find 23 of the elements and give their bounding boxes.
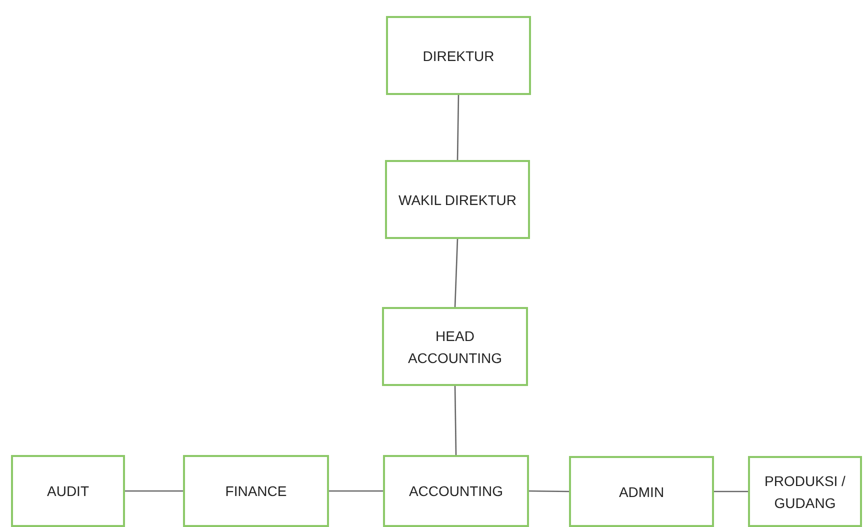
position-box <box>569 456 714 527</box>
position-box <box>383 455 529 527</box>
position-title: ACCOUNTING <box>408 482 504 501</box>
position-box <box>11 455 125 527</box>
position-title: FINANCE <box>225 482 287 501</box>
position-title: WAKIL DIREKTUR <box>398 190 516 210</box>
position-box <box>385 160 530 239</box>
position-title: HEAD ACCOUNTING <box>406 326 504 368</box>
connector-line <box>125 490 183 492</box>
connector-line <box>454 238 458 308</box>
position-title: AUDIT <box>47 482 89 501</box>
position-title: ADMIN <box>618 482 664 502</box>
connector-line <box>329 490 383 492</box>
position-title: PRODUKSI / GUDANG <box>764 472 846 512</box>
connector-line <box>456 94 460 160</box>
connector-line <box>454 386 457 455</box>
connector-line <box>529 490 569 492</box>
connector-line <box>714 490 748 492</box>
position-box <box>183 455 329 527</box>
position-title: DIREKTUR <box>422 46 494 66</box>
position-box <box>386 16 531 95</box>
position-box <box>382 307 528 386</box>
position-box <box>748 456 862 527</box>
